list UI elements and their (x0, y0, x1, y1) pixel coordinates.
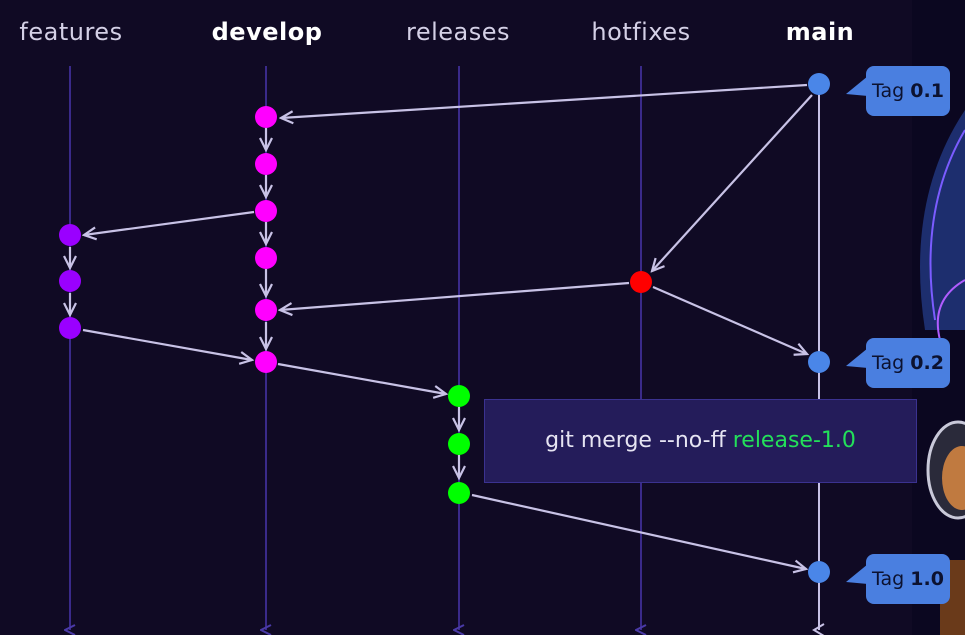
arrow-main-to-develop (281, 83, 808, 118)
tag-version: 0.1 (910, 80, 944, 102)
commit-hotfix (630, 271, 652, 293)
arrow-main-to-hotfix (652, 94, 813, 271)
tag-prefix: Tag (872, 352, 911, 374)
commit-develop (255, 351, 277, 373)
release-branch-name: release-1.0 (732, 428, 856, 453)
commits-develop (255, 106, 277, 373)
commit-develop (255, 153, 277, 175)
commit-develop (255, 106, 277, 128)
commit-main-0-2 (808, 351, 830, 373)
commit-feature (59, 224, 81, 246)
arrow-develop-to-feature (84, 210, 255, 235)
commit-develop (255, 200, 277, 222)
tag-prefix: Tag (872, 568, 911, 590)
commit-feature (59, 270, 81, 292)
tag-version: 0.2 (910, 352, 944, 374)
commits-features (59, 224, 81, 339)
arrow-release-to-main (471, 493, 806, 569)
commit-main-1-0 (808, 561, 830, 583)
arrow-develop-to-release (277, 362, 446, 394)
tag-0-2: Tag 0.2 (866, 338, 950, 388)
lane-label-features: features (19, 18, 123, 46)
commit-feature (59, 317, 81, 339)
commits-main (808, 73, 830, 583)
commit-develop (255, 247, 277, 269)
lane-label-develop: develop (211, 18, 323, 46)
commit-release (448, 433, 470, 455)
arrow-hotfix-to-develop (280, 281, 630, 310)
arrow-hotfix-to-main (652, 285, 807, 354)
lane-lines (70, 66, 641, 630)
commit-develop (255, 299, 277, 321)
commit-release (448, 385, 470, 407)
commits-releases (448, 385, 470, 504)
tag-version: 1.0 (910, 568, 944, 590)
merge-command-callout: git merge --no-ff release-1.0 (484, 399, 917, 483)
commit-release (448, 482, 470, 504)
tag-1-0: Tag 1.0 (866, 554, 950, 604)
lane-label-releases: releases (405, 18, 511, 46)
commit-main-0-1 (808, 73, 830, 95)
tag-0-1: Tag 0.1 (866, 66, 950, 116)
lane-label-main: main (785, 18, 855, 46)
tag-prefix: Tag (872, 80, 911, 102)
commit-arrows (70, 83, 813, 569)
lane-label-hotfixes: hotfixes (591, 18, 691, 46)
arrow-feature-to-develop (82, 328, 252, 360)
merge-command: git merge --no-ff (545, 428, 733, 453)
